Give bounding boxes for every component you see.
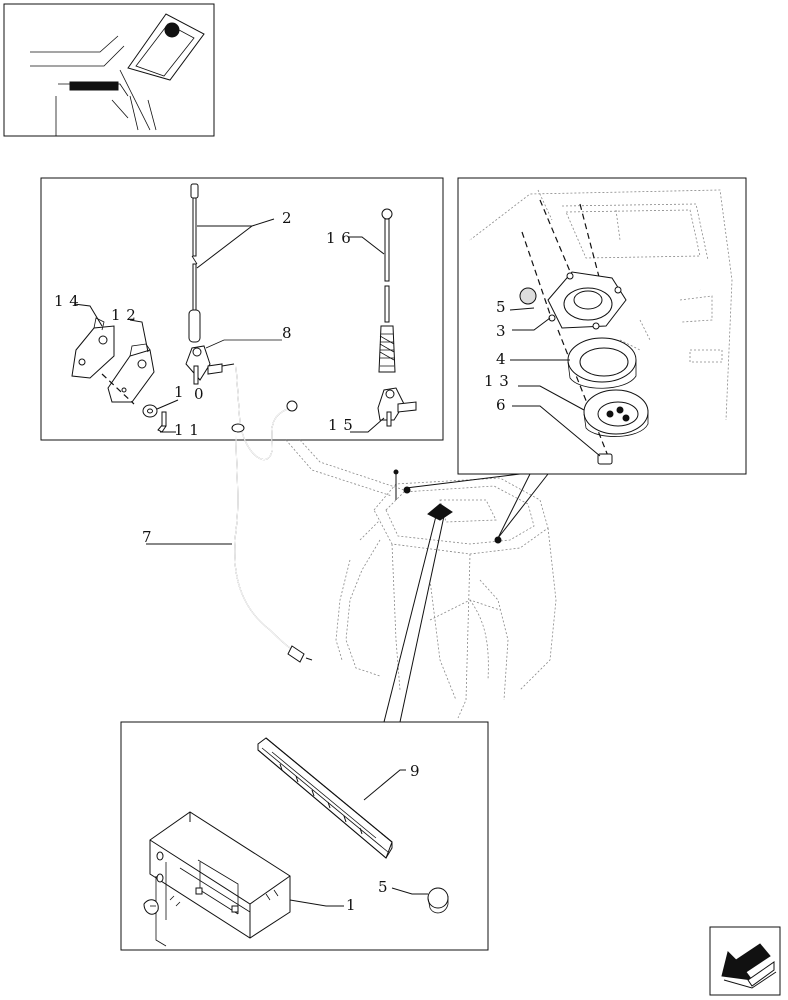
radio-parts-panel: [120, 721, 489, 951]
antenna-parts-panel: [40, 177, 444, 441]
callout-11: 1 1: [174, 421, 199, 439]
mounting-bracket-part: [71, 317, 115, 379]
bolt-part: [157, 411, 167, 433]
antenna-mount-part: [377, 387, 417, 427]
callout-10-top: 1: [174, 383, 184, 401]
callout-13: 1 3: [484, 372, 509, 390]
callout-9: 9: [410, 762, 420, 780]
antenna-base-part: [185, 345, 223, 385]
whip-antenna-part: [378, 208, 396, 373]
clip-part: [519, 287, 537, 305]
callout-4: 4: [496, 350, 506, 368]
tractor-cab-outline: [335, 469, 557, 719]
callout-12: 1 2: [111, 306, 136, 324]
speaker-grille-part: [583, 389, 649, 437]
callout-15: 1 5: [328, 416, 353, 434]
callout-5-speaker: 5: [496, 298, 506, 316]
callout-6: 6: [496, 396, 506, 414]
speaker-parts-panel: [457, 177, 747, 475]
antenna-rod-part: [188, 183, 201, 343]
radio-front-panel-part: [257, 737, 393, 859]
callout-7: 7: [142, 528, 152, 546]
speaker-housing-part: [547, 271, 627, 330]
callout-14: 1 4: [54, 292, 79, 310]
callout-10-bottom: 0: [194, 385, 204, 403]
callout-8: 8: [282, 324, 292, 342]
callout-1: 1: [346, 896, 356, 914]
previous-page-arrow-icon[interactable]: [709, 926, 781, 996]
washer-part: [142, 404, 158, 418]
callout-3: 3: [496, 322, 506, 340]
screw-part: [597, 453, 613, 465]
callout-5-radio: 5: [378, 878, 388, 896]
speaker-ring-part: [567, 337, 637, 389]
callout-2: 2: [282, 209, 292, 227]
knob-cap-part: [427, 887, 449, 914]
radio-unit-part: [143, 811, 291, 947]
support-plate-part: [107, 343, 155, 403]
cab-location-thumbnail: [3, 3, 215, 137]
antenna-cable-part: [221, 363, 313, 663]
callout-16: 1 6: [326, 229, 351, 247]
